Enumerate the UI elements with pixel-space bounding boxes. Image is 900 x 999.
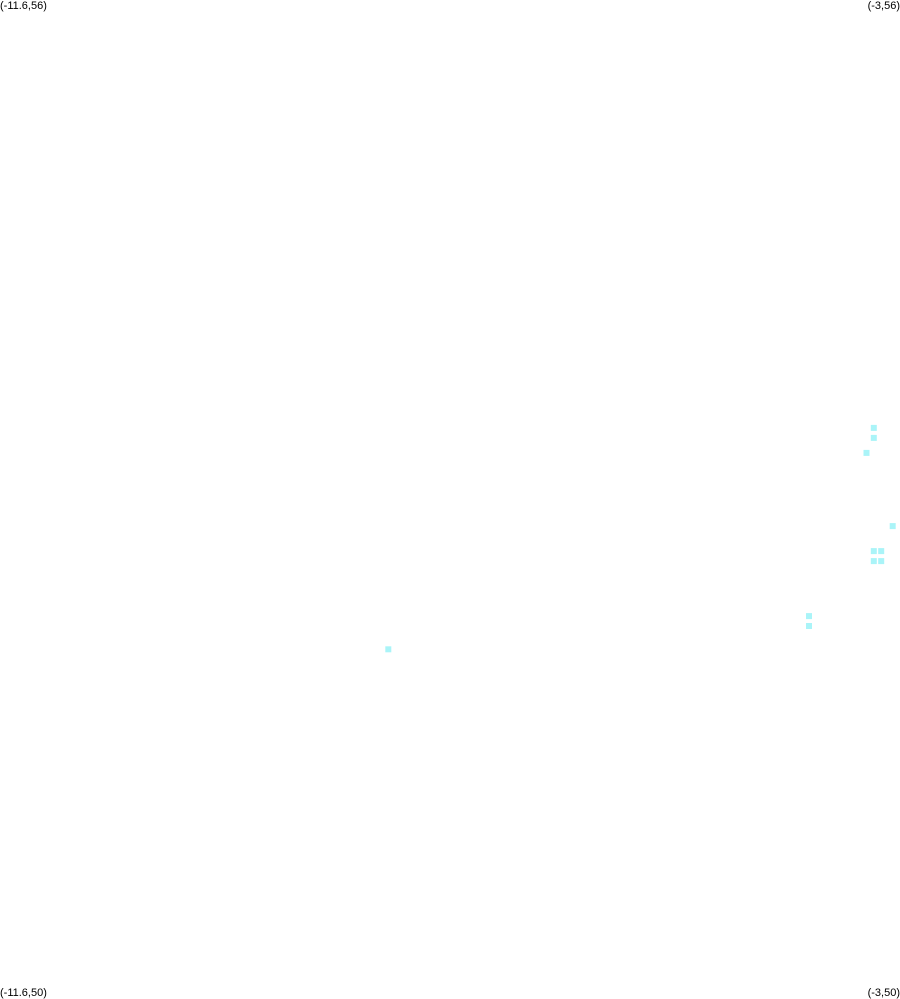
map-point-3	[863, 449, 870, 456]
map-point-5	[870, 548, 877, 555]
map-point-8	[878, 558, 885, 565]
corner-coordinate-top-left: (-11.6,56)	[0, 0, 47, 12]
map-point-4	[889, 523, 896, 530]
map-point-9	[806, 613, 812, 620]
corner-coordinate-bottom-right: (-3,50)	[867, 987, 900, 999]
map-point-6	[878, 548, 885, 555]
map-point-7	[870, 558, 877, 565]
corner-coordinate-bottom-left: (-11.6,50)	[0, 987, 47, 999]
map-point-1	[870, 424, 877, 431]
map-point-2	[870, 434, 877, 441]
map-point-11	[385, 646, 392, 653]
corner-coordinate-top-right: (-3,56)	[867, 0, 900, 12]
map-point-10	[806, 623, 812, 629]
